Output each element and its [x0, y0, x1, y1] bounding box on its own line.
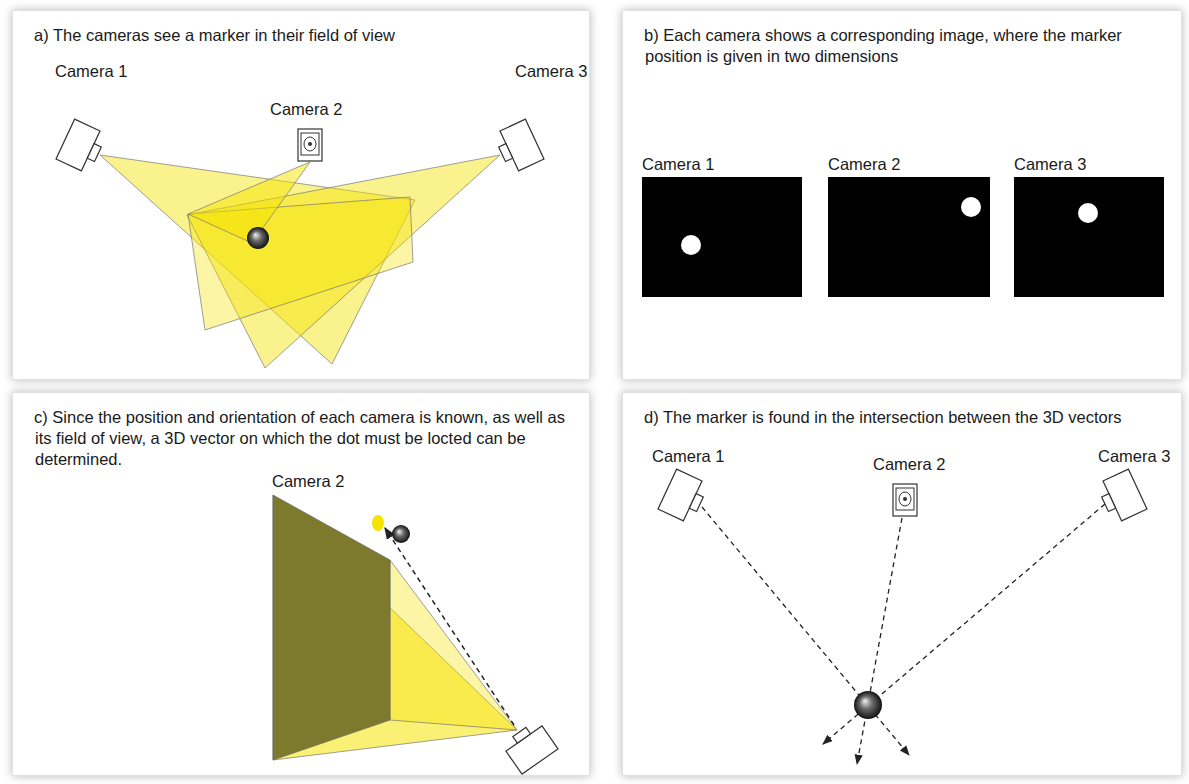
camera-label: Camera 1: [652, 447, 724, 466]
camera-label: Camera 2: [873, 455, 945, 474]
image-title: Camera 2: [828, 155, 900, 174]
camera-label: Camera 2: [270, 100, 342, 119]
image-plane: [273, 495, 390, 760]
panel-caption: d) The marker is found in the intersecti…: [623, 393, 1181, 428]
camera-image: Camera 3: [1014, 177, 1164, 297]
panel-box: b) Each camera shows a corresponding ima…: [622, 10, 1182, 380]
ray-vector: [385, 528, 514, 725]
projected-dot: [372, 515, 384, 531]
panel-caption: b) Each camera shows a corresponding ima…: [623, 11, 1181, 67]
ray-vectors: [702, 504, 1105, 764]
view-pyramid: [390, 560, 517, 730]
marker-sphere: [247, 227, 269, 249]
camera-icon: [893, 484, 917, 516]
marker-dot: [961, 197, 981, 217]
camera-icon: [1096, 469, 1147, 524]
camera-label: Camera 1: [55, 62, 127, 81]
camera-icon: [493, 119, 544, 174]
view-pyramid: [273, 495, 517, 760]
camera-icon: [501, 719, 558, 774]
marker-sphere: [854, 691, 882, 719]
camera-icon: [298, 129, 322, 161]
camera-icon: [658, 469, 709, 524]
camera-icon: [56, 119, 107, 174]
camera-image: Camera 2: [828, 177, 990, 297]
panel-caption: a) The cameras see a marker in their fie…: [13, 11, 589, 46]
marker-sphere: [392, 525, 410, 543]
camera-fields: [100, 155, 500, 368]
camera-label: Camera 3: [1098, 447, 1170, 466]
image-title: Camera 1: [642, 155, 714, 174]
image-title: Camera 3: [1014, 155, 1086, 174]
camera-label: Camera 2: [272, 472, 344, 491]
camera-label: Camera 3: [515, 62, 587, 81]
panel-caption: c) Since the position and orientation of…: [13, 393, 589, 470]
camera-image: Camera 1: [642, 177, 802, 297]
panel-box: c) Since the position and orientation of…: [12, 392, 590, 776]
marker-dot: [681, 235, 701, 255]
marker-dot: [1078, 203, 1098, 223]
